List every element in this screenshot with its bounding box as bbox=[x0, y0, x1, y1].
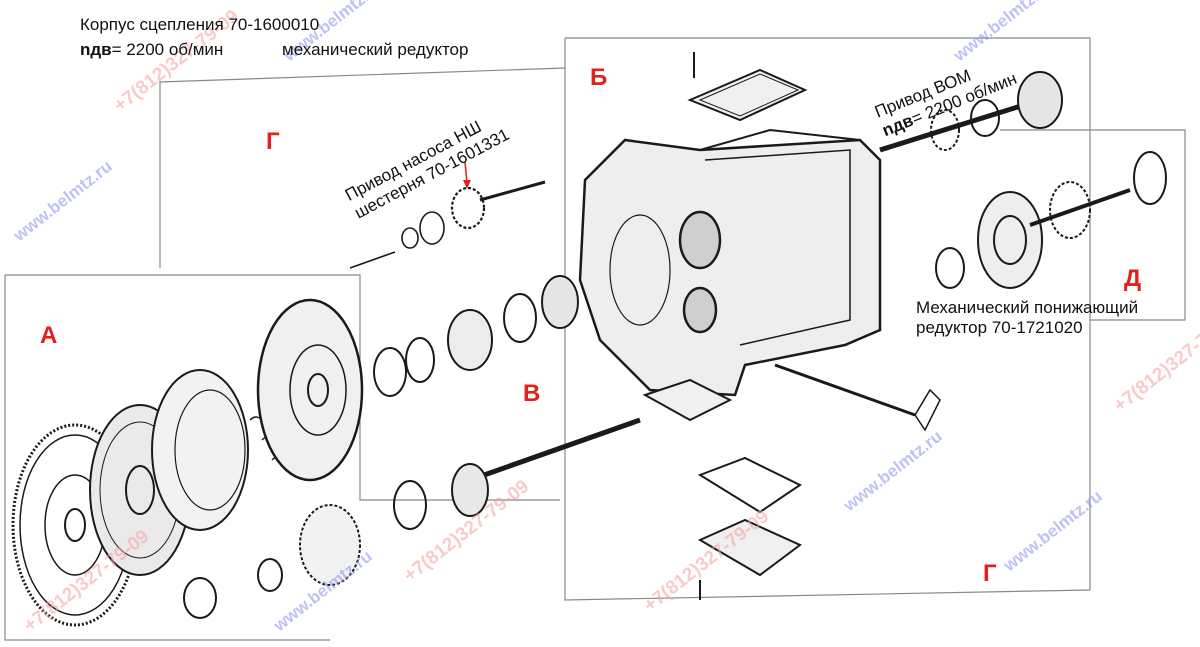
section-label-v: В bbox=[523, 380, 541, 407]
reducer-callout: Механический понижающий редуктор 70-1721… bbox=[916, 298, 1138, 338]
section-label-b: Б bbox=[590, 64, 608, 91]
engine-speed-line: nдв= 2200 об/мин bbox=[80, 40, 223, 60]
pressure-plate bbox=[151, 369, 249, 531]
section-label-g-top: Г bbox=[266, 128, 280, 155]
clutch-housing bbox=[578, 128, 882, 397]
reducer-callout-line1: Механический понижающий bbox=[916, 298, 1139, 317]
bearings-rings bbox=[373, 275, 579, 397]
section-label-d: Д bbox=[1124, 265, 1142, 292]
clutch-cover bbox=[256, 298, 364, 482]
input-shaft bbox=[183, 417, 641, 619]
nsh-pump-drive bbox=[349, 180, 546, 269]
reducer-callout-line2: редуктор 70-1721020 bbox=[916, 318, 1083, 337]
gearbox-type: механический редуктор bbox=[282, 40, 469, 59]
section-frames bbox=[4, 37, 1186, 641]
section-label-a: А bbox=[40, 322, 58, 349]
speed-symbol: nдв bbox=[80, 40, 112, 59]
bottom-covers bbox=[642, 378, 802, 600]
nsh-arrow bbox=[464, 161, 468, 184]
nsh-arrowhead bbox=[463, 180, 471, 189]
diagram-title: Корпус сцепления 70-1600010 bbox=[80, 15, 320, 34]
vom-drive-shaft bbox=[879, 71, 1063, 153]
speed-value: = 2200 об/мин bbox=[111, 40, 224, 59]
section-label-g-bottom: Г bbox=[983, 560, 997, 587]
top-cover bbox=[687, 52, 808, 122]
shift-rod bbox=[774, 363, 941, 432]
reducer-assembly bbox=[935, 151, 1167, 289]
